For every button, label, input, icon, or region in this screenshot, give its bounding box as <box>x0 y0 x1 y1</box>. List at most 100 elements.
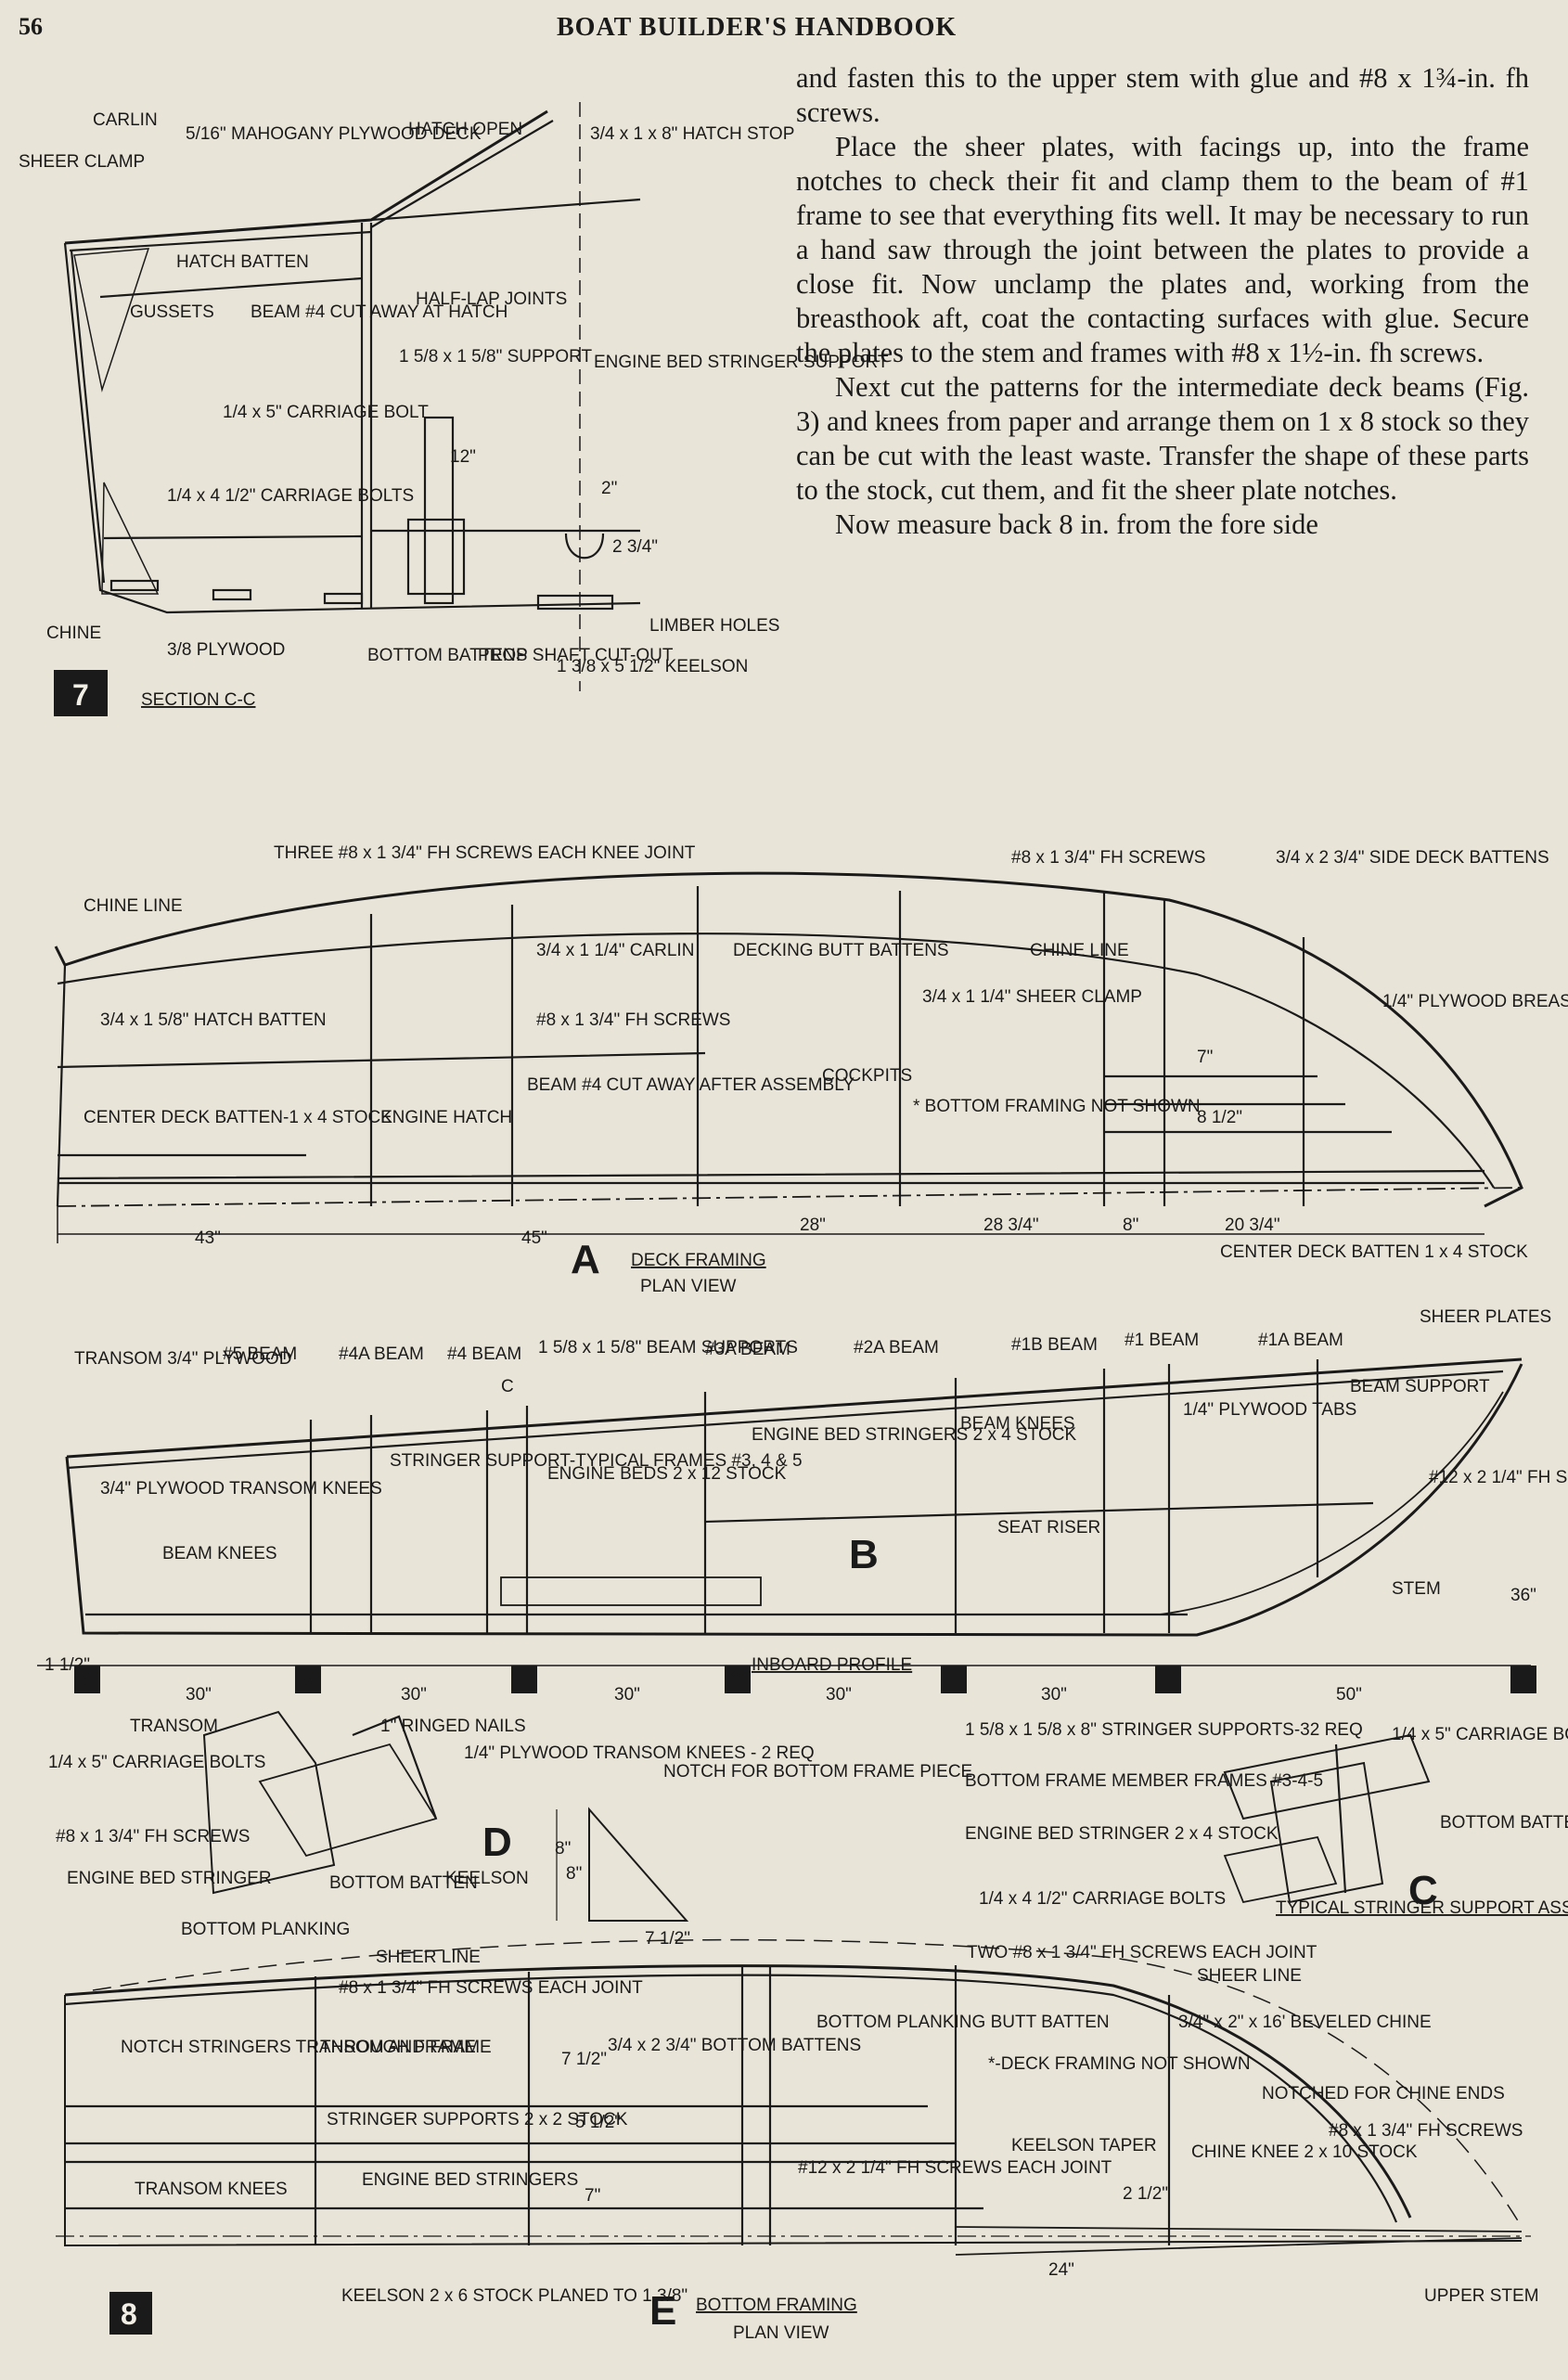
figB-station-0: 0 <box>1516 1668 1527 1692</box>
figC-label-bottom-frame: BOTTOM FRAME MEMBER FRAMES #3-4-5 <box>965 1771 1323 1791</box>
figE-label-beveled-chine: 3/4" x 2" x 16' BEVELED CHINE <box>1178 2013 1432 2032</box>
fig7-label-hatch-stop: 3/4 x 1 x 8" HATCH STOP <box>590 124 794 144</box>
figA-labels: THREE #8 x 1 3/4" FH SCREWS EACH KNEE JO… <box>84 843 1568 1327</box>
fig7-label-plywood: 3/8 PLYWOOD <box>167 640 285 660</box>
figB-title: INBOARD PROFILE <box>752 1655 912 1675</box>
figE-label-through: THROUGH FRAME <box>320 2038 476 2057</box>
figA-label-fh-screws-top: #8 x 1 3/4" FH SCREWS <box>1011 848 1205 868</box>
figD-label-fh-screws: #8 x 1 3/4" FH SCREWS <box>56 1827 250 1846</box>
fig7-caption: SECTION C-C <box>141 690 256 710</box>
figD-label-carriage-bolts: 1/4 x 5" CARRIAGE BOLTS <box>48 1753 265 1772</box>
fig7-label-dim2-3-4: 2 3/4" <box>612 537 658 557</box>
figB-spacing-3: 30" <box>614 1685 640 1705</box>
fig7-label-support: 1 5/8 x 1 5/8" SUPPORT <box>399 347 592 367</box>
fig7-label-gussets: GUSSETS <box>130 302 214 322</box>
figA-label-breast-hook: 1/4" PLYWOOD BREAST HOOK <box>1382 992 1568 1011</box>
fig7-label-deck: 5/16" MAHOGANY PLYWOOD DECK <box>186 124 482 144</box>
fig7-label-prop-shaft: PROP SHAFT CUT-OUT <box>478 646 674 665</box>
figA-letter: A <box>571 1237 600 1282</box>
paragraph-3: Next cut the patterns for the intermedia… <box>796 371 1529 506</box>
figB-label-b4: #4 BEAM <box>447 1344 521 1364</box>
fig7-label-chine: CHINE <box>46 624 101 643</box>
figE-label-fh-screws-each: #8 x 1 3/4" FH SCREWS EACH JOINT <box>339 1978 643 1998</box>
figB-label-beam-knees: BEAM KNEES <box>162 1544 277 1563</box>
figA-dim-45: 45" <box>521 1229 547 1248</box>
figB-label-beam-support: BEAM SUPPORT <box>1350 1377 1490 1396</box>
figB-label-stem: STEM <box>1392 1579 1441 1599</box>
figA-label-fh-screws: #8 x 1 3/4" FH SCREWS <box>536 1010 730 1030</box>
fig7-label-beam4: BEAM #4 CUT AWAY AT HATCH <box>251 302 508 322</box>
fig7-label-keelson: 1 3/8 x 5 1/2" KEELSON <box>557 657 748 676</box>
figD-labels: TRANSOM 1" RINGED NAILS 1/4 x 5" CARRIAG… <box>48 1717 972 1949</box>
figD-label-d7: 7 1/2" <box>645 1929 690 1949</box>
figE-drawing <box>56 1938 1531 2256</box>
figE-title: BOTTOM FRAMING <box>696 2296 857 2315</box>
figE-label-keelson: KEELSON 2 x 6 STOCK PLANED TO 1 3/8" <box>341 2286 688 2306</box>
figB-station-4: 4 <box>517 1668 529 1692</box>
figD-label-bottom-planking: BOTTOM PLANKING <box>181 1920 350 1939</box>
body-text: and fasten this to the upper stem with g… <box>796 61 1529 542</box>
fig7-label-engine-bed-support: ENGINE BED STRINGER SUPPORT <box>594 353 889 372</box>
figB-label-b1: #1 BEAM <box>1125 1331 1199 1350</box>
figE-letter: E <box>649 2288 676 2334</box>
figE-label-d2-5: 2 1/2" <box>1123 2184 1168 2204</box>
figB-label-b1a: #1A BEAM <box>1258 1331 1343 1350</box>
figA-dim-28-3-4: 28 3/4" <box>983 1216 1039 1235</box>
figB-label-b5: #5 BEAM <box>223 1344 297 1364</box>
figA-label-center-deck: CENTER DECK BATTEN-1 x 4 STOCK <box>84 1108 392 1127</box>
figA-dim-28: 28" <box>800 1216 826 1235</box>
figB-station-3: 3 <box>730 1668 741 1692</box>
figB-label-seat-riser: SEAT RISER <box>997 1518 1100 1537</box>
page-header-title: BOAT BUILDER'S HANDBOOK <box>557 13 958 42</box>
figA-label-decking-butt: DECKING BUTT BATTENS <box>733 941 949 960</box>
figA-label-chine-line: CHINE LINE <box>84 896 183 916</box>
figE-label-fh-screws-r: #8 x 1 3/4" FH SCREWS <box>1329 2121 1523 2141</box>
figE-label-notch-stringers: NOTCH STRINGERS TRANSOM AND FRAME <box>121 2038 492 2057</box>
fig7-section-drawing <box>63 102 641 691</box>
figB-drawing <box>37 1357 1531 1666</box>
fig7-label-sheer-clamp: SHEER CLAMP <box>19 152 145 172</box>
figB-label-engine-beds: ENGINE BEDS 2 x 12 STOCK <box>547 1464 787 1484</box>
figB-label-d1-5: 1 1/2" <box>45 1655 90 1675</box>
fig7-label-half-lap: HALF-LAP JOINTS <box>416 289 567 309</box>
figB-spacing-4: 30" <box>826 1685 852 1705</box>
figB-label-beam-supports: 1 5/8 x 1 5/8" BEAM SUPPORTS <box>538 1338 798 1357</box>
figE-label-deck-not: *-DECK FRAMING NOT SHOWN <box>988 2054 1251 2074</box>
fig7-number-box <box>54 670 108 716</box>
figD-label-plywood-knees: 1/4" PLYWOOD TRANSOM KNEES - 2 REQ <box>464 1743 815 1763</box>
fig7-label-hatch-open: HATCH OPEN <box>408 120 522 139</box>
figB-station-1: 1 <box>1161 1668 1172 1692</box>
figA-label-dim7: 7" <box>1197 1048 1213 1067</box>
paragraph-4: Now measure back 8 in. from the fore sid… <box>835 508 1318 540</box>
figA-label-sheer-plates: SHEER PLATES <box>1420 1307 1551 1327</box>
figC-label-carriage-bolts-r: 1/4 x 5" CARRIAGE BOLTS <box>1392 1725 1568 1744</box>
figB-spacing-1: 30" <box>186 1685 212 1705</box>
figE-label-sheer-line: SHEER LINE <box>376 1948 481 1967</box>
figB-station-6: 6 <box>80 1668 91 1692</box>
figA-label-engine-hatch: ENGINE HATCH <box>380 1108 512 1127</box>
figC-label-bottom-batten: BOTTOM BATTEN <box>1440 1813 1568 1833</box>
figA-subtitle: PLAN VIEW <box>640 1277 737 1296</box>
figD-label-notch: NOTCH FOR BOTTOM FRAME PIECE <box>663 1762 972 1782</box>
fig7-label-carriage-bolts: 1/4 x 4 1/2" CARRIAGE BOLTS <box>167 486 414 506</box>
figC-labels: 1 5/8 x 1 5/8 x 8" STRINGER SUPPORTS-32 … <box>965 1720 1568 1918</box>
figC-caption: TYPICAL STRINGER SUPPORT ASSEMBLY <box>1276 1898 1568 1918</box>
figA-label-side-deck: 3/4 x 2 3/4" SIDE DECK BATTENS <box>1276 848 1549 868</box>
figE-label-notched-chine: NOTCHED FOR CHINE ENDS <box>1262 2084 1505 2103</box>
figE-label-screws-12: #12 x 2 1/4" FH SCREWS EACH JOINT <box>798 2158 1112 2178</box>
figB-label-c-mark: C <box>501 1377 514 1396</box>
fig7-label-dim2: 2" <box>601 479 617 498</box>
figA-label-carlin: 3/4 x 1 1/4" CARLIN <box>536 941 694 960</box>
figE-label-d7-5: 7 1/2" <box>561 2050 607 2069</box>
paragraph-2: Place the sheer plates, with facings up,… <box>796 131 1529 368</box>
fig7-label-carriage-bolt: 1/4 x 5" CARRIAGE BOLT <box>223 403 429 422</box>
figE-subtitle: PLAN VIEW <box>733 2323 829 2343</box>
fig7-label-dim12: 12" <box>450 447 476 467</box>
figE-label-engine-bed-stringers: ENGINE BED STRINGERS <box>362 2170 578 2190</box>
figB-label-b3a: #3A BEAM <box>705 1340 790 1359</box>
figB-label-transom: TRANSOM 3/4" PLYWOOD <box>74 1349 291 1369</box>
figB-spacing-5: 30" <box>1041 1685 1067 1705</box>
figA-dim-20-3-4: 20 3/4" <box>1225 1216 1280 1235</box>
figE-labels: 8 SHEER LINE SHEER LINE #8 x 1 3/4" FH S… <box>121 1943 1539 2343</box>
figE-label-d7: 7" <box>585 2186 600 2206</box>
